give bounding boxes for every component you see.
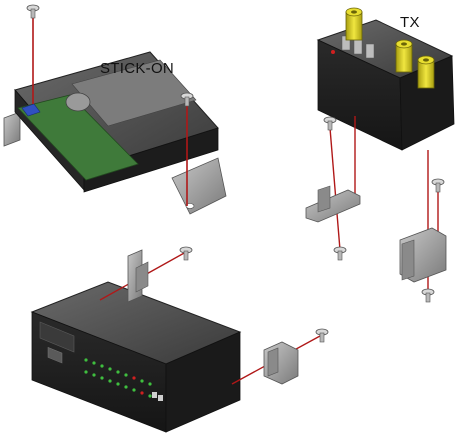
rack-left-mount: [99, 246, 193, 303]
rack-panel-unit: [30, 281, 242, 433]
tx-left-mount: [305, 116, 361, 261]
stick-on-module: [3, 51, 227, 215]
bnc-connector-3: [417, 55, 435, 89]
stick-on-screw-right: [180, 92, 194, 206]
stick-on-screw-left: [26, 4, 40, 104]
rack-right-mount: [231, 328, 329, 385]
bnc-connector-1: [345, 7, 363, 41]
tx-right-mount: [399, 150, 447, 303]
tx-label: TX: [400, 14, 420, 31]
led-array: [84, 358, 152, 398]
bnc-connector-2: [395, 39, 413, 73]
stick-on-label: STICK-ON: [100, 60, 175, 77]
